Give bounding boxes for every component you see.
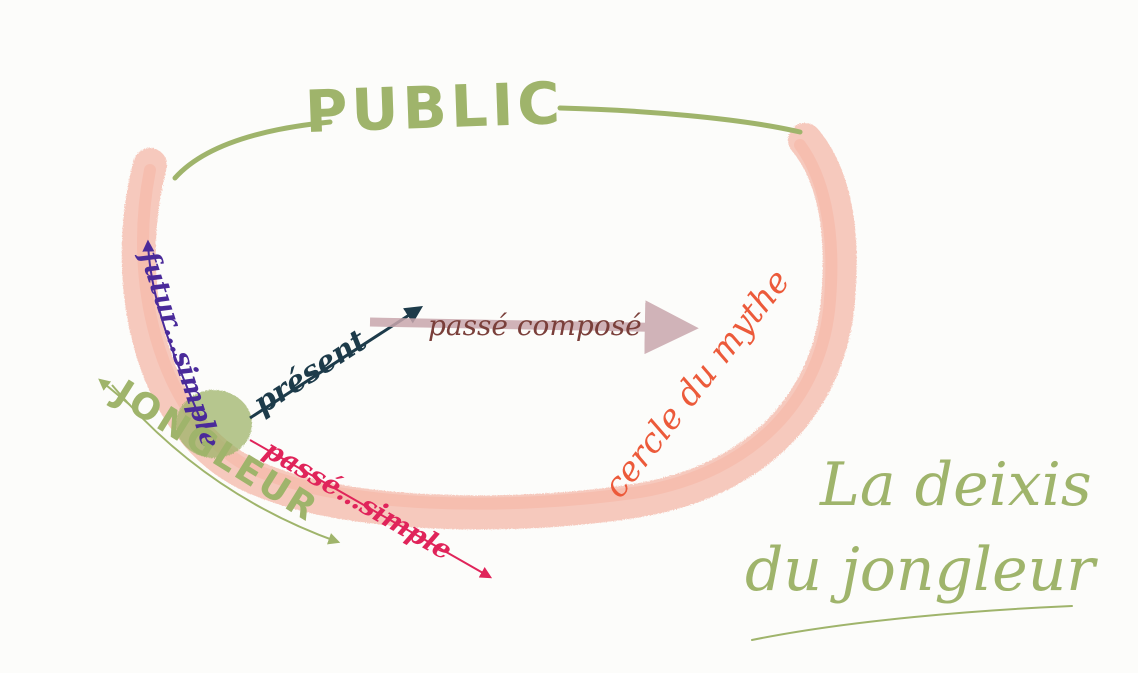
futur-simple-arrow (142, 239, 201, 419)
public-label: PUBLIC (304, 69, 565, 146)
passe-compose-label: passé composé (428, 309, 642, 342)
passe-compose-arrow (369, 300, 699, 355)
title-line2: du jongleur (745, 535, 1098, 605)
public-arc (172, 105, 803, 181)
title-line1: La deixis (819, 450, 1092, 520)
title-underline (751, 605, 1073, 641)
present-label: présent (247, 323, 373, 422)
myth-circle-band (121, 123, 857, 530)
passe-simple-arrow (249, 439, 493, 579)
